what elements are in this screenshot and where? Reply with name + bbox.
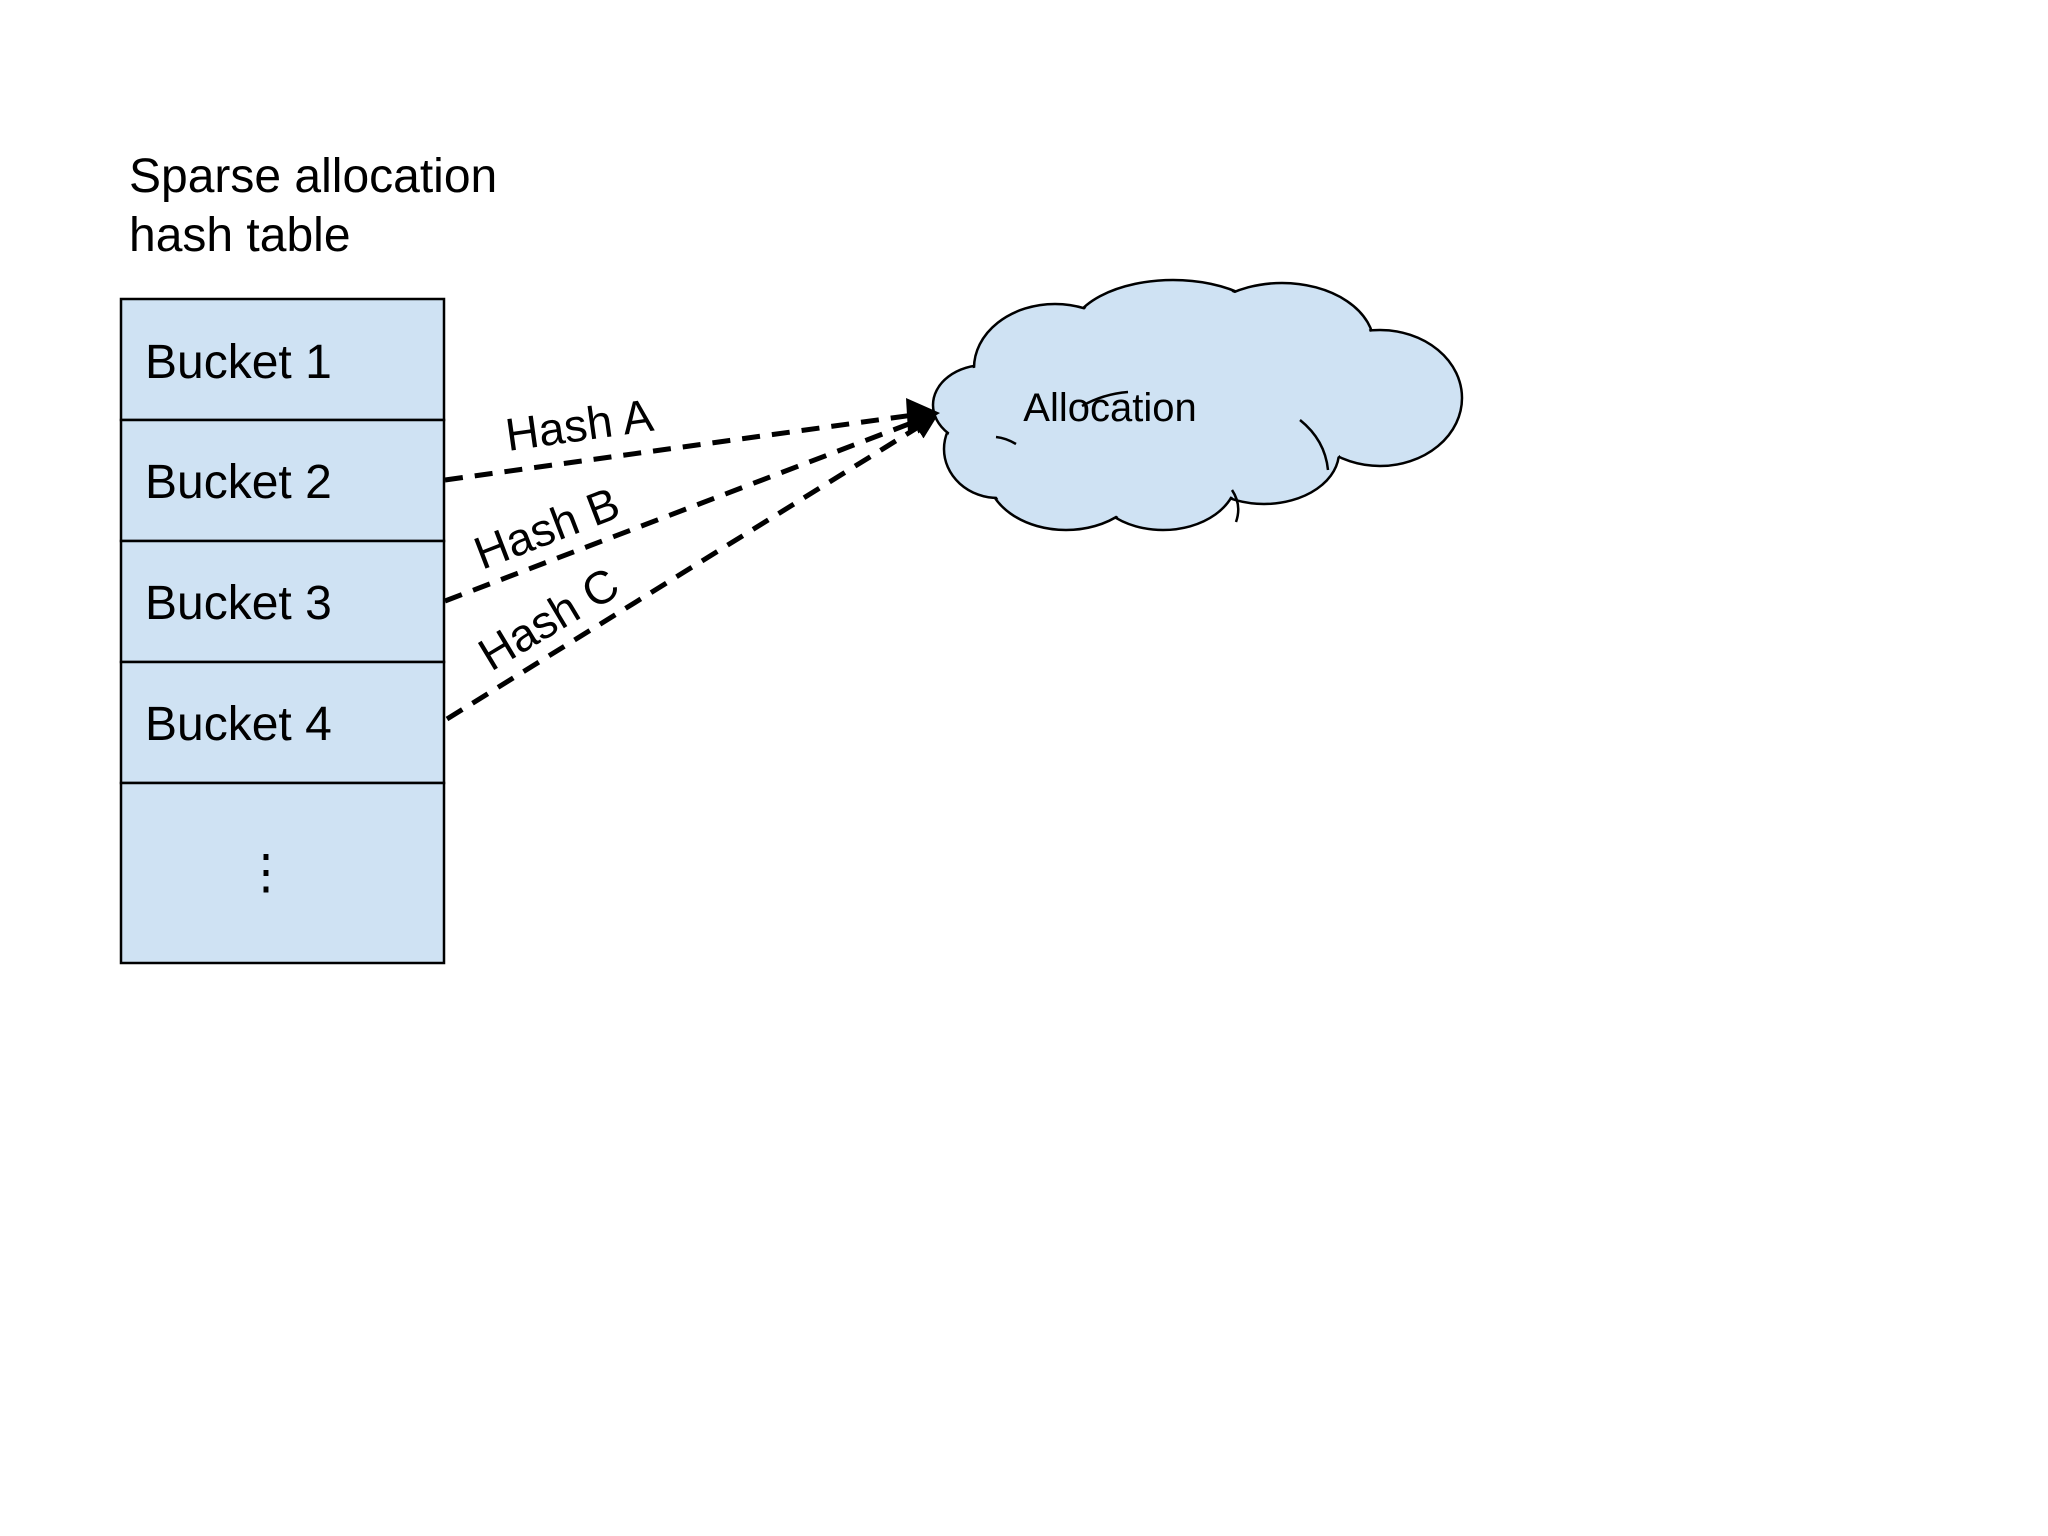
hash-b-arrow (444, 410, 938, 604)
bucket-1-cell (119, 297, 446, 422)
arrow-tip-icon (906, 398, 940, 432)
hash-a-label: Hash A (502, 389, 656, 461)
bucket-3-cell (119, 539, 446, 664)
table-title-line-1: Sparse allocation (129, 150, 497, 203)
allocation-cloud: Allocation (931, 278, 1464, 532)
bucket-4: Bucket 4 (119, 660, 446, 785)
bucket-2: Bucket 2 (119, 418, 446, 543)
hash-c-arrow (445, 413, 939, 722)
bucket-4-label: Bucket 4 (145, 698, 332, 751)
bucket-more: ⋮ (119, 781, 446, 965)
bucket-2-cell (119, 418, 446, 543)
bucket-2-label: Bucket 2 (145, 456, 332, 509)
bucket-1-label: Bucket 1 (145, 336, 332, 389)
hash-a-arrow (444, 402, 938, 483)
bucket-more-cell (119, 781, 446, 965)
hash-table: Bucket 1 Bucket 2 Bucket 3 Bucket 4 ⋮ (119, 297, 446, 965)
table-title-line-2: hash table (129, 209, 351, 262)
bucket-1: Bucket 1 (119, 297, 446, 422)
ellipsis-icon: ⋮ (242, 846, 290, 899)
bucket-4-cell (119, 660, 446, 785)
hash-arrows (444, 402, 939, 722)
bucket-3: Bucket 3 (119, 539, 446, 664)
bucket-3-label: Bucket 3 (145, 577, 332, 630)
cloud-icon (931, 278, 1464, 532)
allocation-label: Allocation (1023, 386, 1196, 430)
